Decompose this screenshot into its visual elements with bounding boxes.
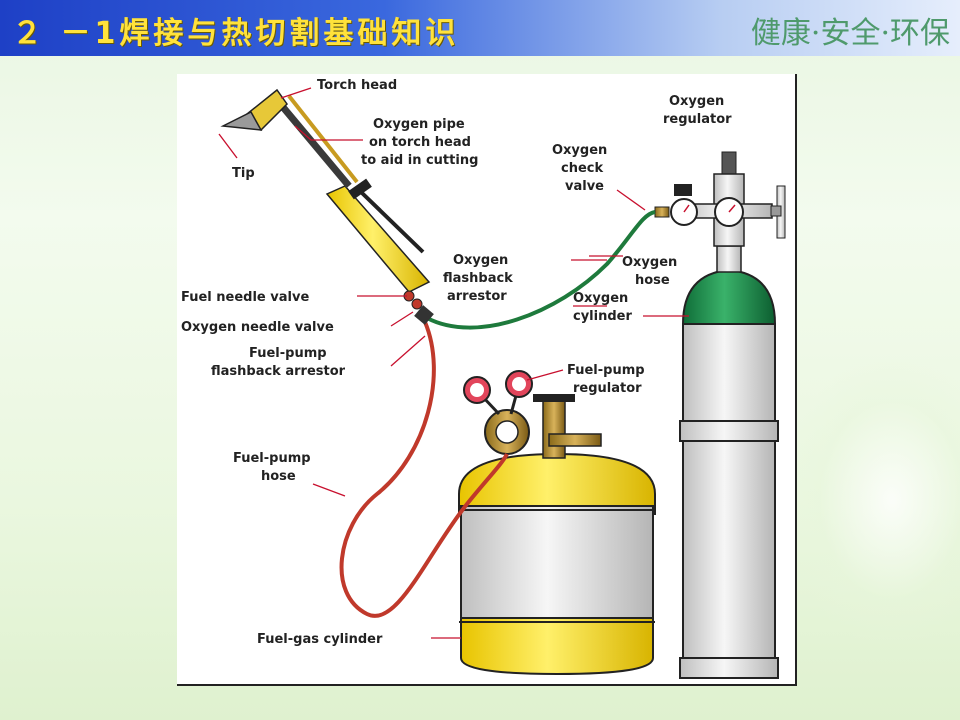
label-oxygen-hose-1: Oxygen	[622, 255, 677, 270]
slogan: 健康·安全·环保	[750, 16, 950, 51]
oxygen-regulator	[654, 151, 786, 247]
label-fuel-pump-hose-2: hose	[261, 469, 296, 484]
oxygen-cylinder	[679, 245, 779, 679]
label-oxygen-regulator-2: regulator	[663, 112, 732, 127]
label-oxygen-pipe-2: on torch head	[369, 135, 471, 150]
label-fuel-gas-cylinder: Fuel-gas cylinder	[257, 632, 383, 647]
label-oxygen-flashback-1: Oxygen	[453, 253, 508, 268]
label-fuel-needle-valve: Fuel needle valve	[181, 290, 309, 305]
label-fuel-pump-regulator-2: regulator	[573, 381, 642, 396]
label-oxygen-flashback-3: arrestor	[447, 289, 507, 304]
label-oxygen-check-valve-2: check	[561, 161, 603, 176]
label-oxygen-flashback-2: flashback	[443, 271, 513, 286]
label-fuel-pump-flashback-2: flashback arrestor	[211, 364, 346, 379]
oxy-fuel-equipment-diagram: Torch head Tip Oxygen pipe on torch head…	[177, 74, 797, 686]
label-tip: Tip	[232, 166, 255, 181]
label-oxygen-hose-2: hose	[635, 273, 670, 288]
leader-lines	[218, 87, 689, 639]
oxygen-hose	[426, 210, 656, 330]
label-oxygen-regulator-1: Oxygen	[669, 94, 724, 109]
fuel-pump-hose	[339, 321, 509, 618]
label-oxygen-check-valve-1: Oxygen	[552, 143, 607, 158]
label-oxygen-check-valve-3: valve	[565, 179, 604, 194]
label-oxygen-cylinder-2: cylinder	[573, 309, 632, 324]
label-torch-head: Torch head	[317, 78, 397, 93]
cutting-torch	[220, 88, 434, 325]
label-oxygen-cylinder-1: Oxygen	[573, 291, 628, 306]
diagram-svg: Torch head Tip Oxygen pipe on torch head…	[181, 78, 786, 679]
fuel-pump-regulator	[463, 370, 602, 459]
diagram-labels: Torch head Tip Oxygen pipe on torch head…	[181, 78, 732, 647]
label-fuel-pump-hose-1: Fuel-pump	[233, 451, 311, 466]
slide-title: ２ －1焊接与热切割基础知识	[12, 16, 460, 51]
label-oxygen-pipe-3: to aid in cutting	[361, 153, 478, 168]
slide-header: ２ －1焊接与热切割基础知识 健康·安全·环保	[0, 0, 960, 56]
background-flower-glow	[790, 360, 960, 640]
label-fuel-pump-flashback-1: Fuel-pump	[249, 346, 327, 361]
label-oxygen-needle-valve: Oxygen needle valve	[181, 320, 334, 335]
fuel-gas-cylinder	[458, 452, 656, 676]
label-oxygen-pipe-1: Oxygen pipe	[373, 117, 465, 132]
label-fuel-pump-regulator-1: Fuel-pump	[567, 363, 645, 378]
